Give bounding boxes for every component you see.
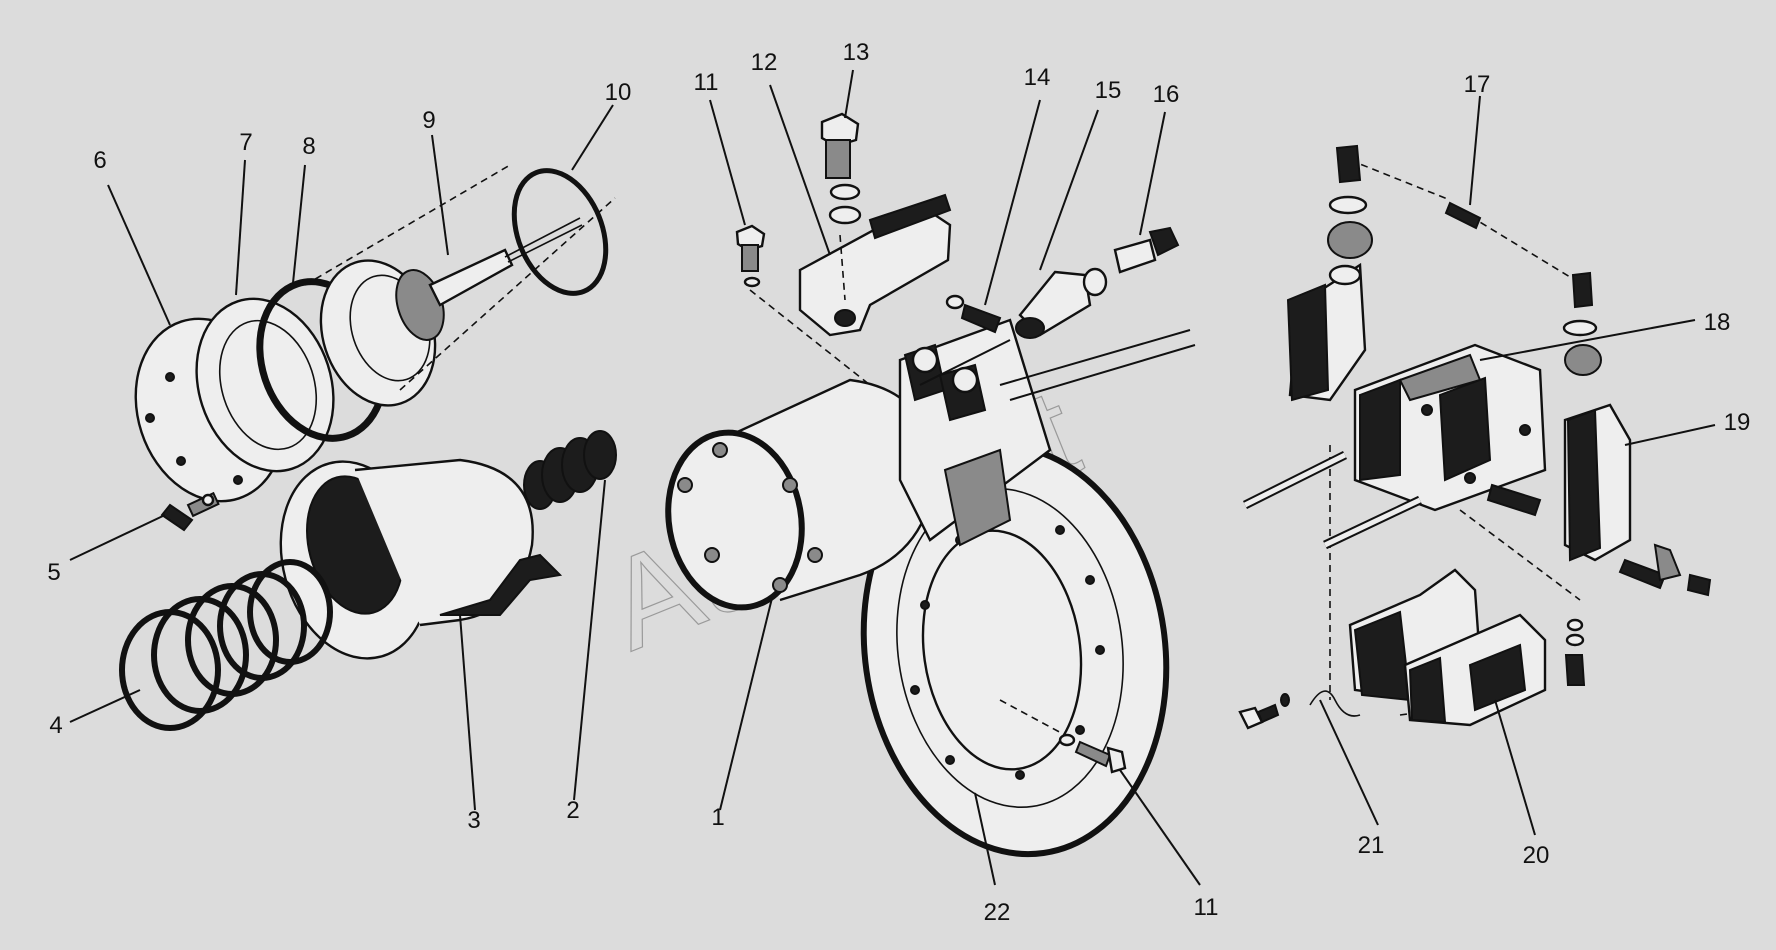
callout-6: 6	[93, 147, 106, 174]
callout-16: 16	[1153, 81, 1180, 108]
center-assembly-lines	[749, 234, 1066, 736]
guide-block-left	[1286, 262, 1367, 402]
dust-boot-2	[523, 430, 617, 510]
cone-15	[1015, 270, 1092, 339]
bolt-11-top	[735, 224, 766, 288]
spring-4	[119, 559, 333, 731]
bolt-top-left-right-group	[1327, 144, 1373, 259]
callout-11-top: 11	[694, 69, 719, 96]
callout-21: 21	[1358, 832, 1385, 859]
spring-17	[1444, 201, 1482, 230]
bolt-bottom-left-right-group	[1238, 693, 1290, 730]
link-12	[798, 193, 952, 337]
callout-10: 10	[605, 79, 632, 106]
callout-22: 22	[984, 899, 1011, 926]
callout-9: 9	[422, 107, 435, 134]
callout-14: 14	[1024, 64, 1051, 91]
callout-11-bottom: 11	[1194, 894, 1219, 921]
callout-5: 5	[47, 559, 60, 586]
callout-18: 18	[1704, 309, 1731, 336]
leader-lines	[69, 69, 1716, 886]
caliper-body-18	[1353, 343, 1547, 512]
guide-pins	[1242, 450, 1712, 597]
bolt-5	[160, 491, 220, 532]
callout-3: 3	[467, 807, 480, 834]
cylinder-housing-3	[279, 458, 563, 660]
bolt-16	[1082, 226, 1180, 297]
bolt-13	[820, 112, 862, 225]
o-ring-10	[511, 168, 609, 296]
brake-pad-20	[1403, 613, 1547, 727]
callout-12: 12	[751, 49, 778, 76]
bolt-bottom-right-right-group	[1564, 618, 1586, 686]
callout-15: 15	[1095, 77, 1122, 104]
callout-17: 17	[1464, 71, 1491, 98]
guide-block-19	[1563, 403, 1632, 562]
callout-13: 13	[843, 39, 870, 66]
callout-numbers: 1 2 3 4 5 6 7 8 9 10 11 12 13 14 15 16 1…	[47, 39, 1750, 926]
callout-7: 7	[239, 129, 252, 156]
callout-19: 19	[1724, 409, 1751, 436]
callout-20: 20	[1523, 842, 1550, 869]
actuator-cylinder-1	[665, 378, 937, 611]
callout-8: 8	[302, 133, 315, 160]
pin-14	[945, 294, 1002, 334]
caliper-bracket-center	[898, 318, 1196, 547]
callout-4: 4	[49, 712, 62, 739]
spring-clip-21	[1309, 690, 1361, 717]
bolt-top-right-right-group	[1562, 271, 1602, 376]
piston-envelope-lines	[304, 164, 616, 391]
callout-2: 2	[566, 797, 579, 824]
callout-1: 1	[711, 804, 724, 831]
bolt-11-bottom	[1058, 733, 1127, 774]
piston-rod-9	[319, 217, 583, 407]
